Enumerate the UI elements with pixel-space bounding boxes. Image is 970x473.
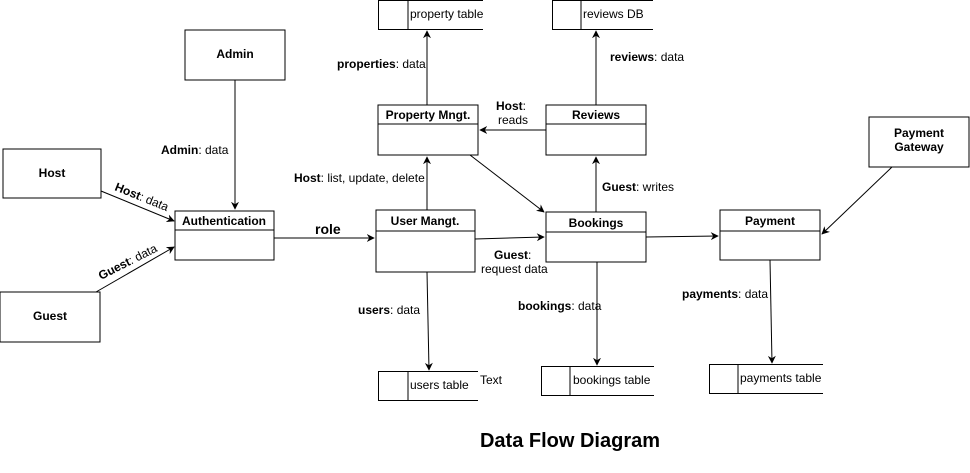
process-property-mngt[interactable]: Property Mngt. xyxy=(377,104,479,156)
flow-label-host-list: Host: list, update, delete xyxy=(294,171,425,185)
flow-label-host-reads-line2: reads xyxy=(498,113,528,127)
flow-user-to-users-table xyxy=(424,271,433,371)
flow-label-role: role xyxy=(315,221,341,237)
process-reviews[interactable]: Reviews xyxy=(545,104,647,156)
flow-payment-to-table xyxy=(767,259,776,364)
process-authentication-label: Authentication xyxy=(182,214,266,228)
flow-bookings-to-payment xyxy=(645,232,719,241)
process-bookings[interactable]: Bookings xyxy=(545,211,647,263)
entity-host-label: Host xyxy=(39,166,66,180)
flow-user-to-bookings xyxy=(474,233,545,242)
process-bookings-label: Bookings xyxy=(569,216,624,230)
flow-label-properties-data: properties: data xyxy=(337,57,426,71)
stray-text-label: Text xyxy=(480,373,503,387)
entity-payment-gateway-label-line2: Gateway xyxy=(894,140,944,154)
process-property-mngt-label: Property Mngt. xyxy=(386,108,471,122)
store-bookings-table-label: bookings table xyxy=(573,373,651,387)
process-payment-label: Payment xyxy=(745,214,795,228)
store-payments-table-label: payments table xyxy=(740,371,822,385)
entity-payment-gateway[interactable]: Payment Gateway xyxy=(868,116,970,168)
process-payment[interactable]: Payment xyxy=(719,209,821,261)
entity-host[interactable]: Host xyxy=(2,148,102,199)
store-reviews-db-label: reviews DB xyxy=(583,7,644,21)
store-property-table-label: property table xyxy=(410,7,484,21)
flow-label-guest-request-line2: request data xyxy=(481,262,548,276)
flow-label-payments-data: payments: data xyxy=(682,287,768,301)
flow-label-guest-request: Guest: xyxy=(494,248,531,262)
store-users-table[interactable] xyxy=(378,371,479,401)
entity-guest[interactable]: Guest xyxy=(0,291,101,343)
store-property-table[interactable] xyxy=(378,0,484,30)
process-user-mangt[interactable]: User Mangt. xyxy=(375,209,476,273)
store-bookings-table[interactable] xyxy=(541,366,655,396)
store-reviews-db[interactable] xyxy=(552,0,654,30)
flow-label-bookings-data: bookings: data xyxy=(518,299,602,313)
flow-gateway-to-payment xyxy=(821,166,893,235)
process-authentication[interactable]: Authentication xyxy=(174,210,275,261)
flow-guest-to-auth xyxy=(95,246,175,293)
process-reviews-label: Reviews xyxy=(572,108,620,122)
entity-payment-gateway-label-line1: Payment xyxy=(894,126,944,140)
store-payments-table[interactable] xyxy=(709,364,824,394)
entity-admin-label: Admin xyxy=(216,47,253,61)
flow-arrows xyxy=(95,30,893,371)
flow-label-admin-data: Admin: data xyxy=(161,143,229,157)
process-user-mangt-label: User Mangt. xyxy=(391,214,460,228)
diagram-title: Data Flow Diagram xyxy=(479,430,661,452)
flow-label-users-data: users: data xyxy=(358,303,420,317)
flow-property-to-bookings xyxy=(469,154,545,213)
flow-label-guest-writes: Guest: writes xyxy=(602,180,674,194)
flow-label-host-reads: Host: xyxy=(496,99,526,113)
flow-label-host-data: Host: data xyxy=(113,180,171,214)
store-users-table-label: users table xyxy=(410,378,469,392)
flow-label-reviews-data: reviews: data xyxy=(610,50,684,64)
entity-admin[interactable]: Admin xyxy=(184,29,286,81)
flow-host-to-auth xyxy=(100,190,175,222)
flow-label-guest-data: Guest: data xyxy=(96,241,160,283)
entity-guest-label: Guest xyxy=(33,309,67,323)
